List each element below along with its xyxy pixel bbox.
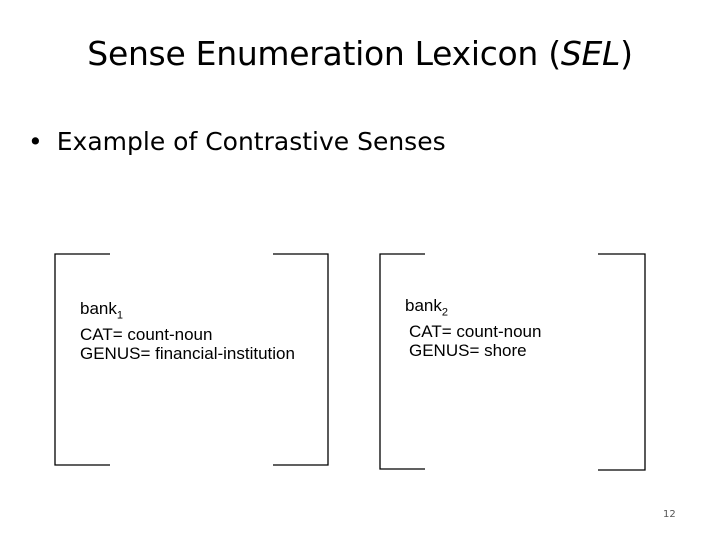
title-acronym: SEL [560,34,621,73]
bullet-item: • Example of Contrastive Senses [28,127,446,156]
slide-title: Sense Enumeration Lexicon (SEL) [0,34,720,73]
title-text: Sense Enumeration Lexicon ( [87,34,561,73]
sense-entry-bank1: bank1 CAT= count-noun GENUS= financial-i… [80,299,295,363]
sense-entry-bank2: bank2 CAT= count-noun GENUS= shore [405,296,541,360]
sense-lemma: bank1 [80,299,295,325]
sense1-right-bracket [273,253,329,466]
lemma-text: bank [405,296,442,315]
bullet-text: Example of Contrastive Senses [56,127,446,156]
sense-genus: GENUS= shore [409,341,527,361]
sense-category: CAT= count-noun [409,322,542,342]
sense2-left-bracket [379,253,425,470]
sense-index: 1 [116,309,123,322]
bullet-dot: • [28,127,43,156]
sense-index: 2 [441,306,448,319]
lemma-text: bank [80,299,117,318]
sense-category: CAT= count-noun [80,325,213,345]
page-number: 12 [663,509,676,520]
sense1-left-bracket [54,253,110,466]
sense-lemma: bank2 [405,296,541,322]
title-close-paren: ) [620,34,633,73]
sense-genus: GENUS= financial-institution [80,344,295,364]
sense2-right-bracket [598,253,646,471]
